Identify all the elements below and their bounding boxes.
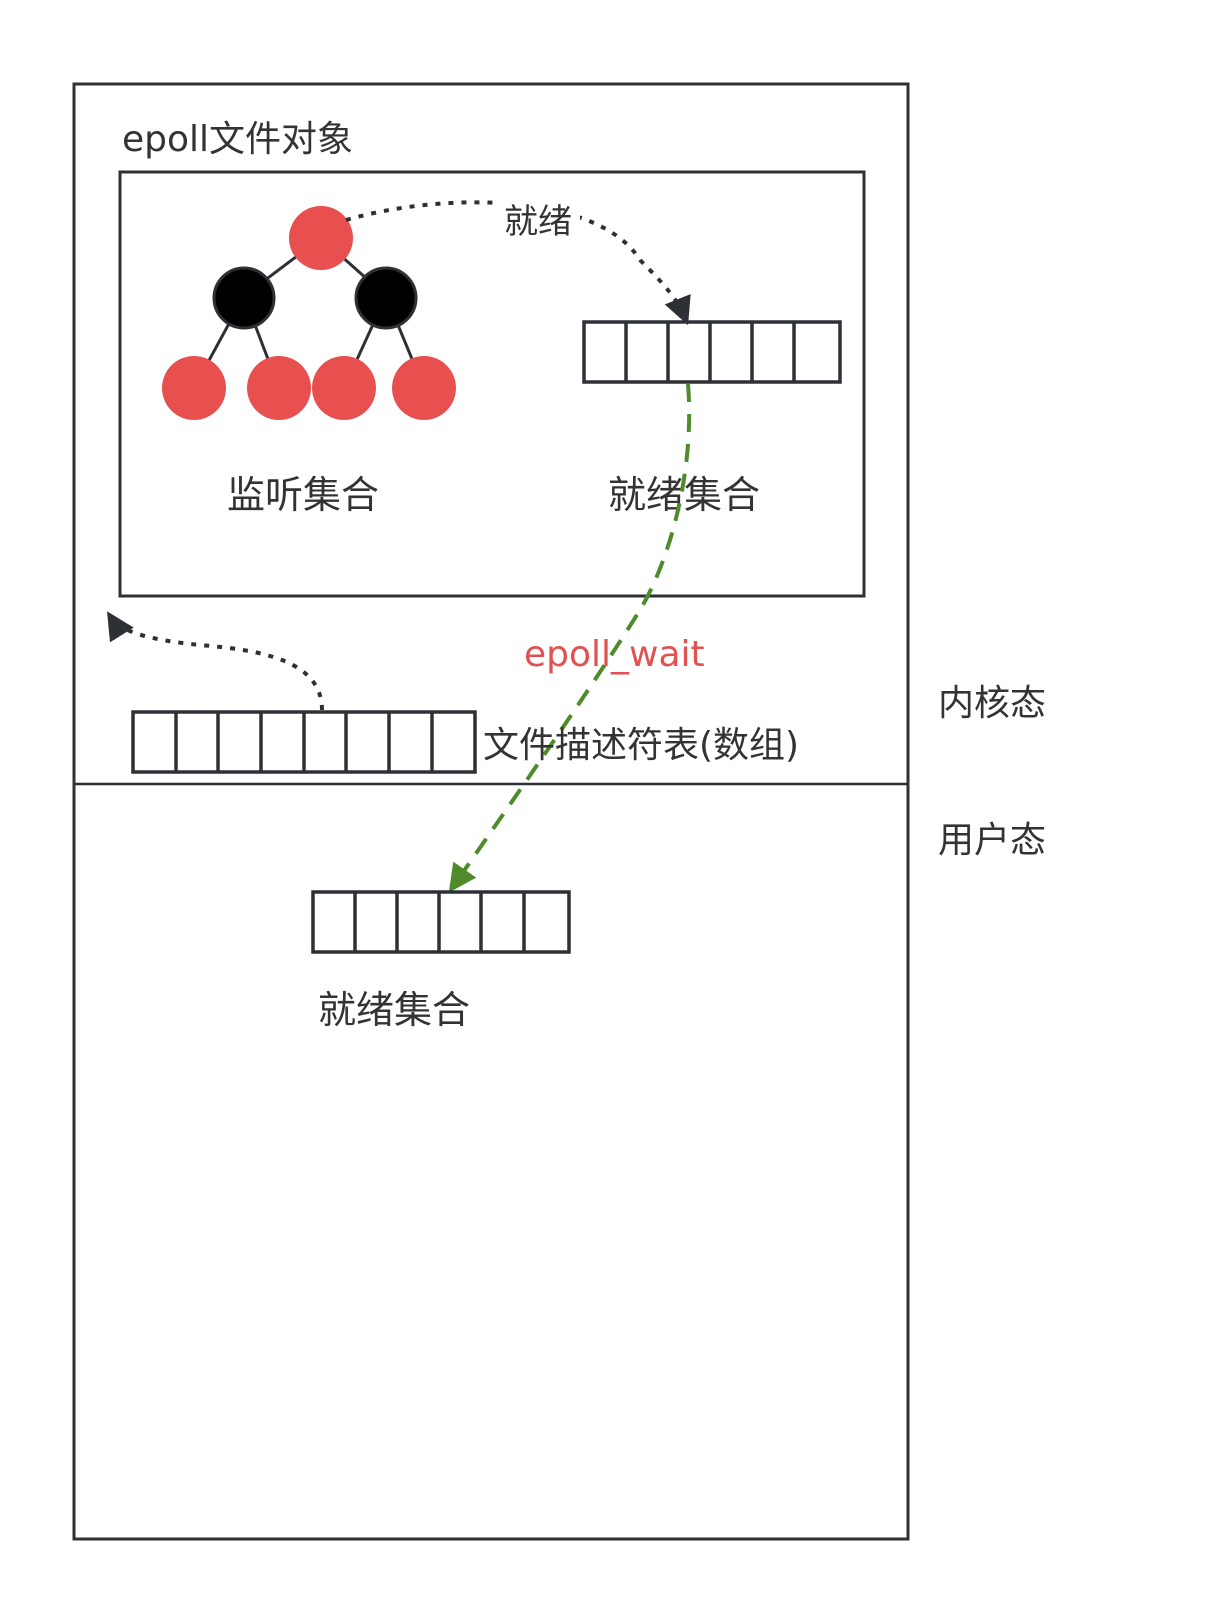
tree-node-leaf-4 (392, 356, 456, 420)
tree-node-leaf-1 (162, 356, 226, 420)
tree-node-root (289, 206, 353, 270)
epoll-object-label: epoll文件对象 (122, 119, 353, 160)
user-mode-label: 用户态 (938, 820, 1046, 861)
epoll-wait-label: epoll_wait (524, 634, 705, 675)
tree-node-left (212, 266, 276, 330)
tree-node-leaf-2 (247, 356, 311, 420)
ready-array-kernel (582, 320, 842, 384)
ready-set-user-label: 就绪集合 (318, 988, 470, 1032)
tree-node-leaf-3 (312, 356, 376, 420)
ready-arrow (345, 200, 691, 326)
ready-label-bg (500, 196, 580, 242)
ready-array-user (311, 890, 571, 954)
epoll-wait-arrow (448, 383, 692, 893)
epoll-object-frame (118, 170, 866, 598)
tree-node-right (354, 266, 418, 330)
outer-frame (72, 82, 910, 1541)
fd-table (131, 710, 477, 774)
fd-table-label: 文件描述符表(数组) (483, 725, 799, 766)
listen-set-label: 监听集合 (227, 473, 379, 517)
fd-to-epoll-arrow (107, 611, 324, 711)
ready-edge-label: 就绪 (504, 202, 572, 242)
kernel-mode-label: 内核态 (938, 683, 1046, 724)
